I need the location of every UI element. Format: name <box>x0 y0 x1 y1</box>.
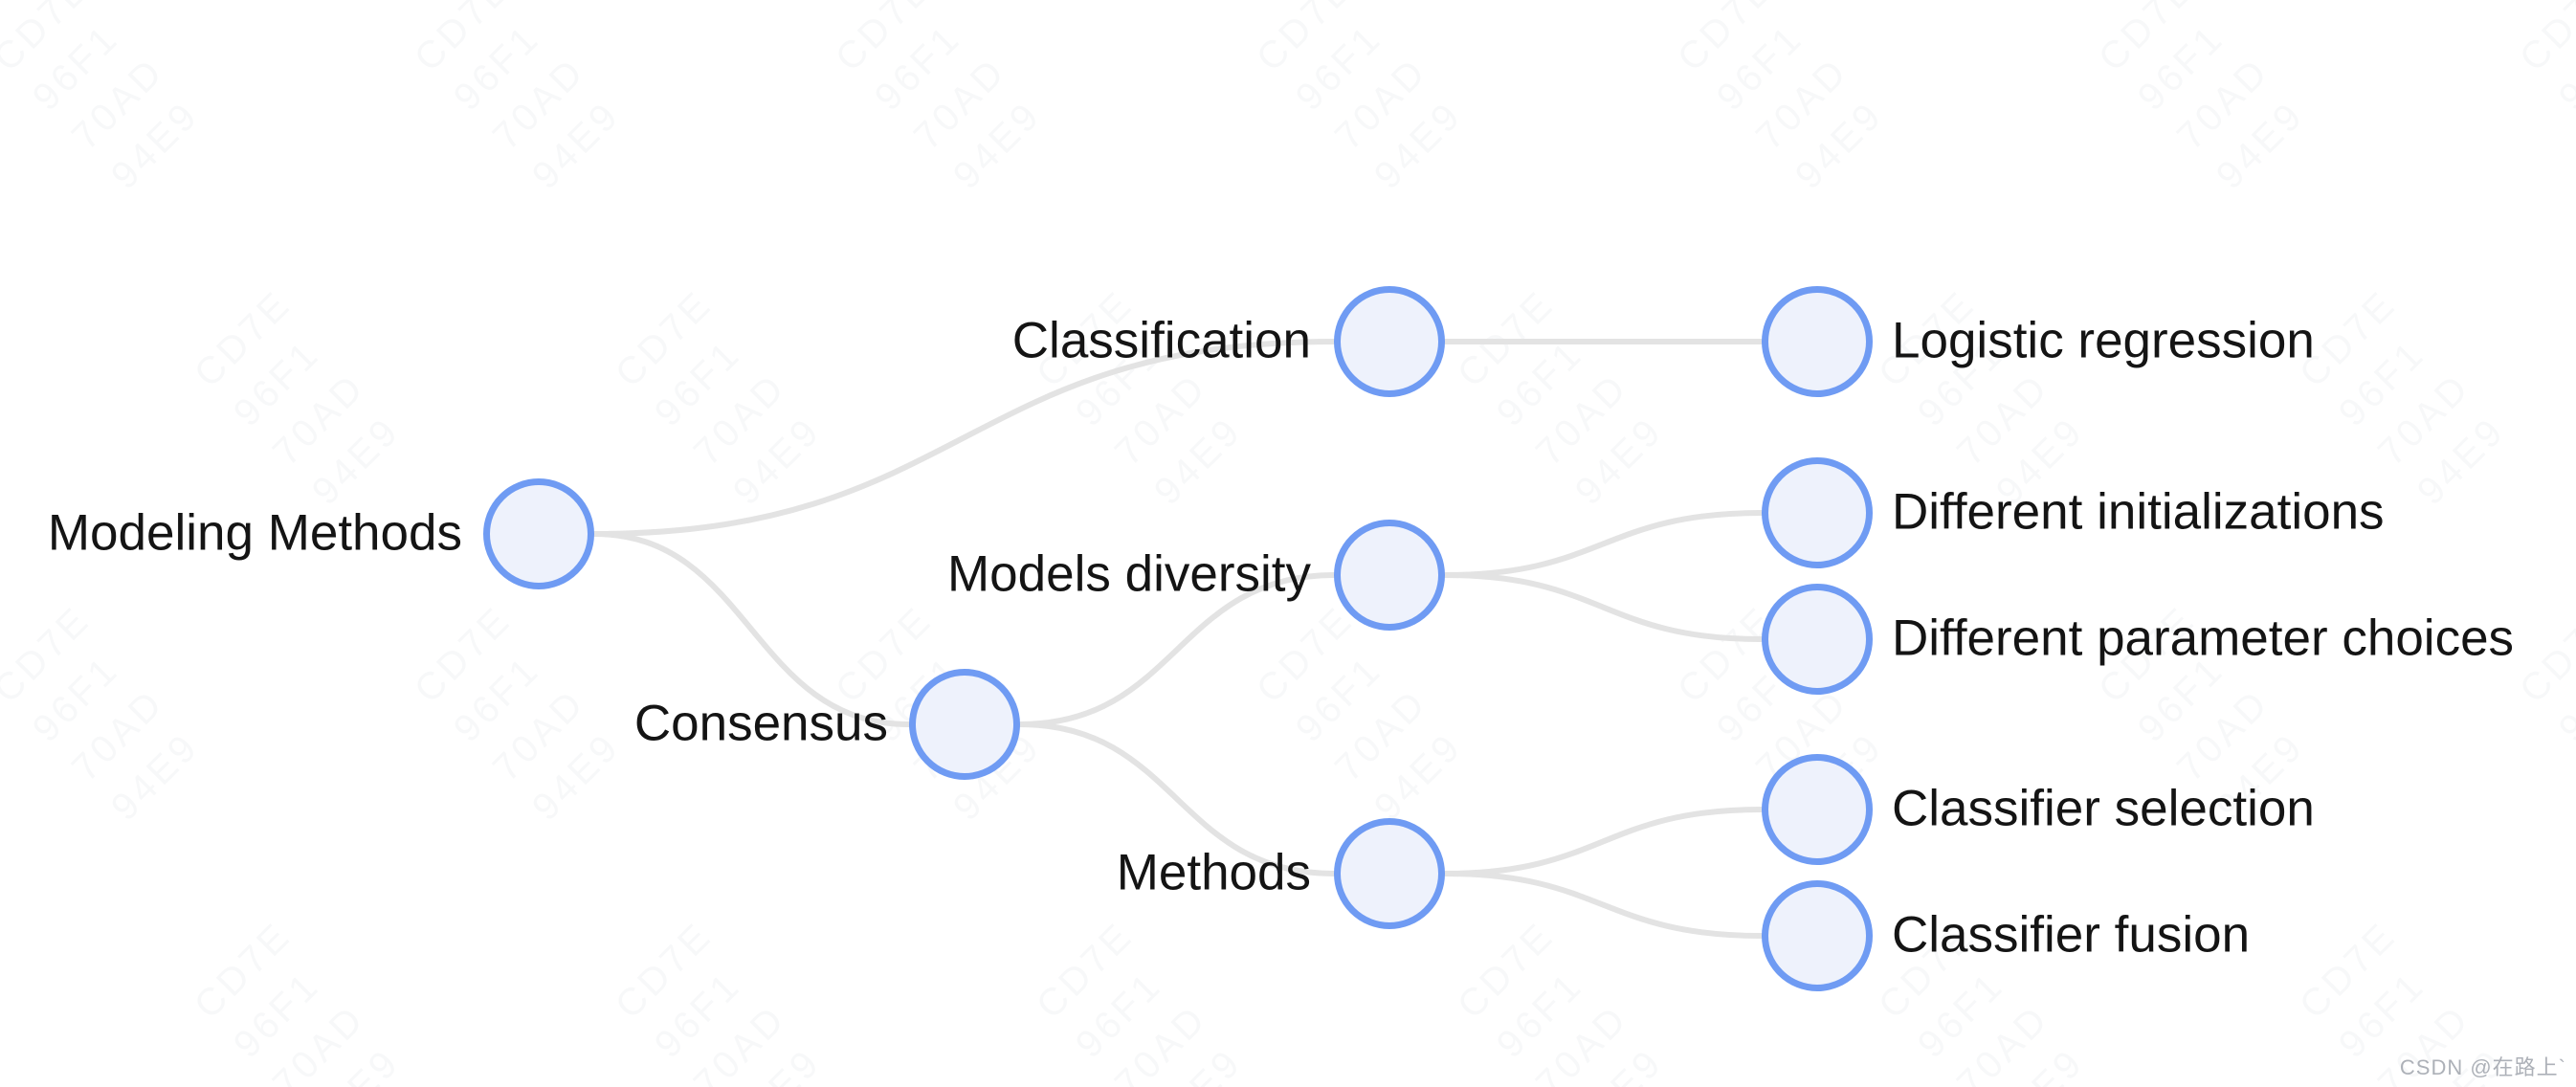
edge-root-consensus <box>591 531 912 727</box>
edge-models-diversity-different-parameter-choices <box>1442 572 1765 642</box>
node-circle-modeling-methods[interactable] <box>483 478 594 589</box>
node-circle-consensus[interactable] <box>909 669 1020 780</box>
edge-methods-classifier-selection <box>1442 807 1765 876</box>
node-label-different-parameter-choices[interactable]: Different parameter choices <box>1892 610 2515 667</box>
node-label-classifier-fusion[interactable]: Classifier fusion <box>1892 906 2251 964</box>
edge-methods-classifier-fusion <box>1442 871 1765 939</box>
node-label-consensus[interactable]: Consensus <box>633 695 888 752</box>
node-circle-classification[interactable] <box>1334 286 1445 397</box>
csdn-watermark: CSDN @在路上` <box>2399 1055 2566 1079</box>
edge-models-diversity-different-initializations <box>1442 510 1765 578</box>
edge-root-classification <box>591 339 1337 537</box>
node-label-logistic-regression[interactable]: Logistic regression <box>1892 312 2315 369</box>
node-label-classifier-selection[interactable]: Classifier selection <box>1892 780 2315 837</box>
node-circle-classifier-selection[interactable] <box>1762 754 1873 865</box>
node-circle-methods[interactable] <box>1334 818 1445 929</box>
node-circle-different-parameter-choices[interactable] <box>1762 584 1873 695</box>
node-label-classification[interactable]: Classification <box>1011 312 1311 369</box>
edge-consensus-models-diversity <box>1017 572 1337 727</box>
node-circle-classifier-fusion[interactable] <box>1762 880 1873 991</box>
node-circle-different-initializations[interactable] <box>1762 457 1873 568</box>
node-circle-logistic-regression[interactable] <box>1762 286 1873 397</box>
node-label-modeling-methods[interactable]: Modeling Methods <box>47 504 462 562</box>
node-circle-models-diversity[interactable] <box>1334 520 1445 631</box>
edge-consensus-methods <box>1017 721 1337 876</box>
node-label-methods[interactable]: Methods <box>1116 844 1311 901</box>
node-label-models-diversity[interactable]: Models diversity <box>947 545 1311 603</box>
node-label-different-initializations[interactable]: Different initializations <box>1892 483 2385 541</box>
